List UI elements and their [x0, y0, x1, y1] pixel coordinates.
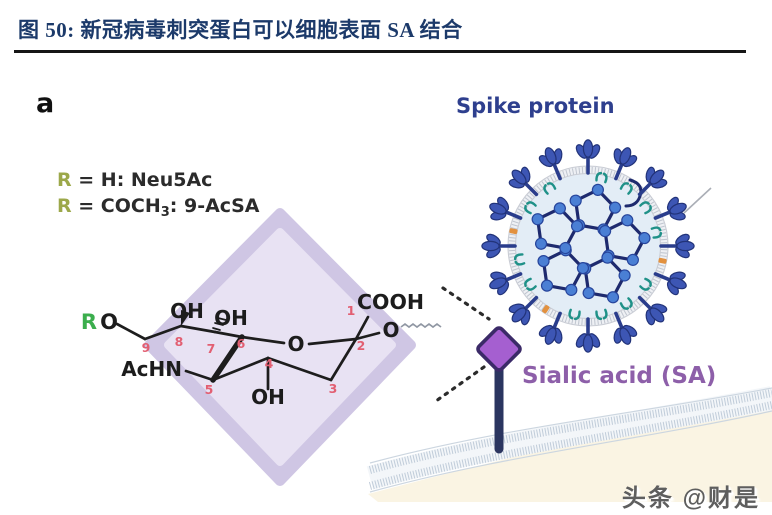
title-underline [14, 50, 746, 53]
sialic-acid-receptor [476, 326, 522, 454]
sialic-acid-structure: R O OH OH COOH O O AcHN OH 1 2 3 4 5 6 7… [81, 290, 442, 409]
atom-label-r: R [81, 310, 97, 334]
atom-label-oh-c4: OH [251, 385, 285, 409]
atom-label-glycosidic-oxygen: O [382, 318, 399, 342]
virus-illustration [480, 138, 712, 354]
atom-label-oh-c8: OH [170, 299, 204, 323]
molecule-diamond-background [144, 208, 416, 486]
dashed-connector-lower [434, 365, 486, 403]
atom-label-cooh: COOH [357, 290, 424, 314]
spike-protein-label: Spike protein [456, 94, 615, 118]
carbon-number-5: 5 [205, 382, 214, 397]
carbon-number-1: 1 [347, 303, 356, 318]
atom-label-r-oxygen: O [100, 310, 118, 334]
receptor-head-diamond [476, 326, 522, 372]
carbon-number-4: 4 [265, 356, 274, 371]
cell-membrane [366, 386, 772, 493]
atom-label-achn: AcHN [121, 357, 182, 381]
carbon-number-7: 7 [207, 341, 216, 356]
atom-label-oh-c7: OH [214, 306, 248, 330]
pointer-line [683, 187, 712, 214]
carbon-number-9: 9 [142, 340, 151, 355]
figure-illustration: a R = H: Neu5Ac R = COCH3: 9-AcSA [36, 88, 772, 502]
legend-line-2: R = COCH3: 9-AcSA [57, 195, 260, 220]
carbon-numbers: 1 2 3 4 5 6 7 8 9 [142, 303, 366, 397]
panel-label-a: a [36, 88, 54, 119]
figure-panel: a R = H: Neu5Ac R = COCH3: 9-AcSA [0, 60, 772, 515]
squiggle-bond [400, 322, 442, 329]
dashed-connector-upper [441, 286, 491, 321]
sialic-acid-label: Sialic acid (SA) [522, 363, 716, 389]
bond-lines [115, 310, 381, 391]
carbon-number-6: 6 [237, 336, 246, 351]
figure-title: 图 50: 新冠病毒刺突蛋白可以细胞表面 SA 结合 [18, 18, 463, 42]
legend-line-1: R = H: Neu5Ac [57, 169, 212, 191]
carbon-number-8: 8 [175, 334, 184, 349]
carbon-number-2: 2 [357, 338, 366, 353]
atom-label-ring-oxygen: O [287, 332, 304, 356]
watermark: 头条 @财是 [621, 485, 760, 512]
carbon-number-3: 3 [329, 381, 338, 396]
